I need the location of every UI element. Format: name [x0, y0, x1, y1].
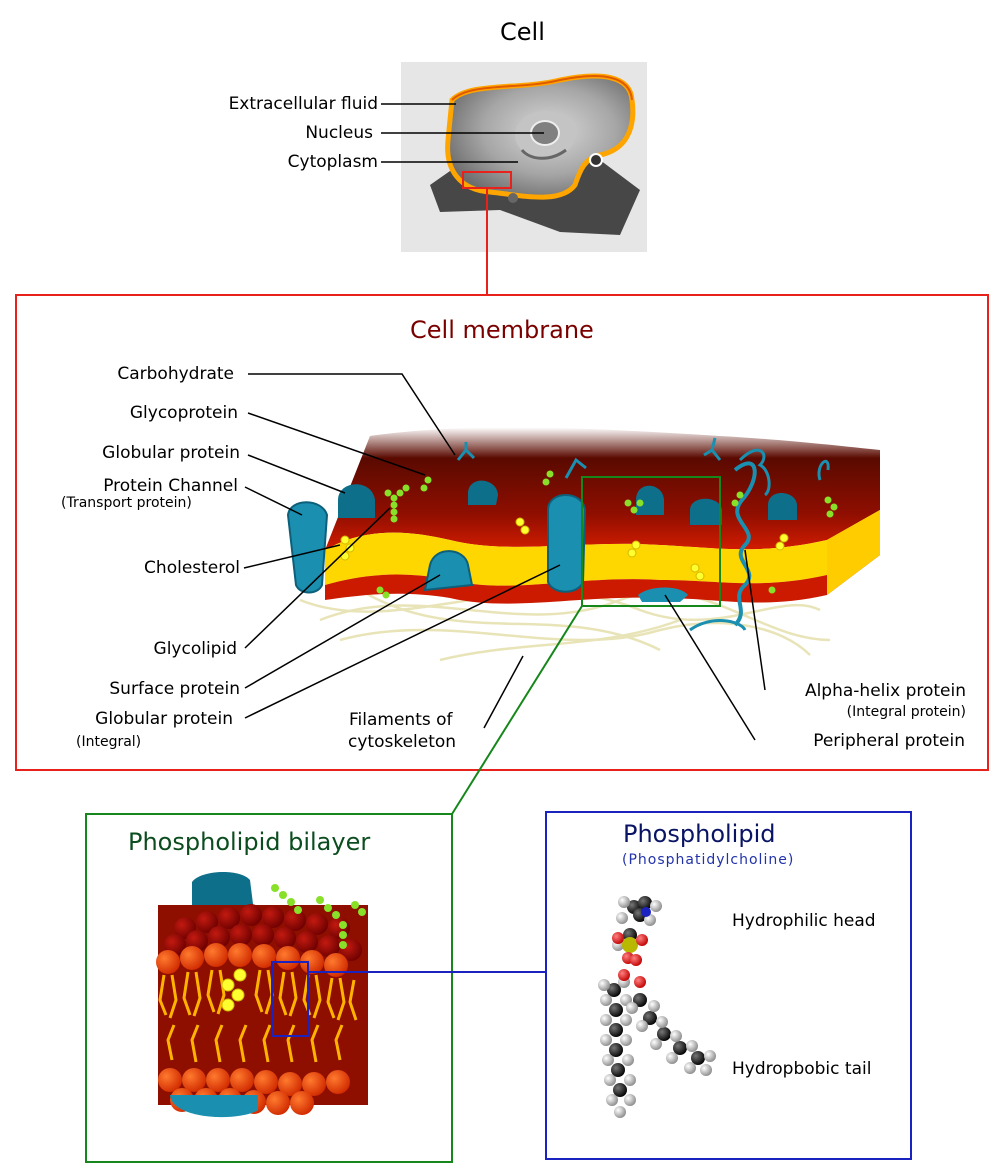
- label-carbohydrate: Carbohydrate: [117, 364, 234, 384]
- label-globular-protein-integral: Globular protein: [95, 709, 233, 729]
- label-surface-protein: Surface protein: [109, 679, 240, 699]
- label-hydrophilic-head: Hydrophilic head: [732, 911, 876, 931]
- label-protein-channel: Protein Channel: [103, 476, 238, 496]
- cell-illustration: [401, 62, 647, 252]
- label-glycolipid: Glycolipid: [153, 639, 237, 659]
- membrane-leader-lines: [243, 373, 766, 741]
- bilayer-frame: [85, 813, 453, 1163]
- label-filaments-of: Filaments of: [349, 710, 453, 730]
- cell-title: Cell: [500, 18, 545, 46]
- cell-leader-lines: [381, 103, 544, 163]
- phospholipid-molecule: [598, 896, 716, 1118]
- label-globular-protein: Globular protein: [102, 443, 240, 463]
- cell-membrane-title: Cell membrane: [410, 316, 594, 344]
- membrane-to-bilayer-connector: [451, 605, 583, 815]
- bilayer-illustration: [156, 871, 368, 1118]
- label-peripheral-protein: Peripheral protein: [813, 731, 965, 751]
- membrane-illustration: [286, 427, 880, 662]
- label-transport-protein: (Transport protein): [61, 495, 192, 511]
- label-extracellular-fluid: Extracellular fluid: [228, 94, 378, 114]
- label-alpha-helix-protein: Alpha-helix protein: [804, 681, 966, 701]
- label-cytoplasm: Cytoplasm: [287, 152, 378, 172]
- phospholipid-frame: [545, 811, 912, 1160]
- label-integral-protein: (Integral protein): [846, 704, 966, 720]
- label-glycoprotein: Glycoprotein: [129, 403, 238, 423]
- bilayer-title: Phospholipid bilayer: [128, 828, 371, 856]
- label-hydrophobic-tail: Hydropbobic tail: [732, 1059, 872, 1079]
- phospholipid-subtitle: (Phosphatidylcholine): [622, 852, 795, 868]
- label-integral: (Integral): [76, 734, 142, 750]
- phospholipid-title: Phospholipid: [623, 820, 776, 848]
- cell-membrane-frame: [15, 294, 989, 771]
- label-nucleus: Nucleus: [305, 123, 373, 143]
- label-cholesterol: Cholesterol: [144, 558, 240, 578]
- label-cytoskeleton: cytoskeleton: [348, 732, 457, 752]
